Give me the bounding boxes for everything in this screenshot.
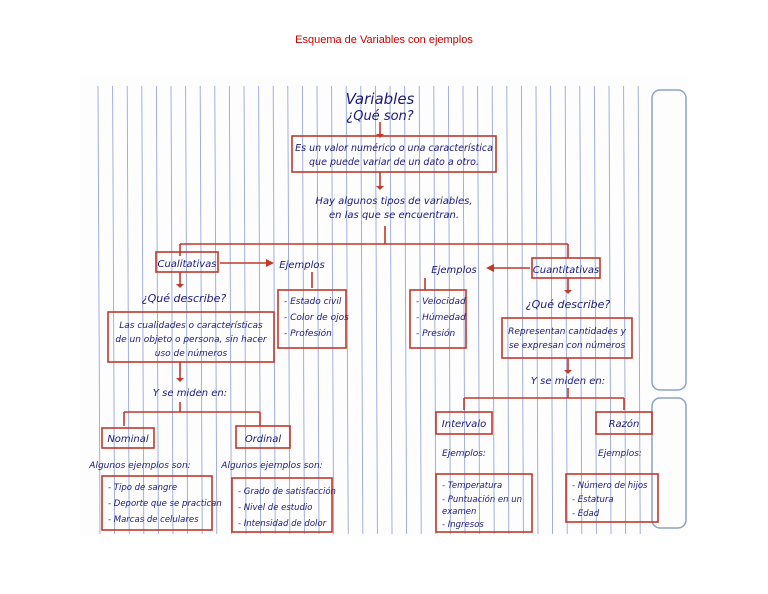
root-title: Variables — [346, 90, 415, 108]
rule-line — [637, 85, 641, 535]
rule-line — [112, 85, 116, 535]
root-definition-line-2: que puede variar de un dato a otro. — [309, 157, 479, 168]
rule-line — [345, 85, 349, 535]
interval-title: Intervalo — [442, 419, 486, 430]
rule-line — [418, 85, 422, 535]
rule-line — [214, 85, 218, 535]
ratio-example-2: - Estatura — [572, 495, 614, 505]
rule-line — [491, 85, 495, 535]
qualitative-title: Cualitativas — [157, 259, 216, 270]
qualitative-example-1: - Estado civil — [284, 297, 342, 307]
qualitative-measured-label: Y se miden en: — [153, 388, 227, 399]
connector-lines — [101, 122, 659, 533]
rule-line — [462, 85, 466, 535]
rule-line — [433, 85, 437, 535]
ratio-example-3: - Edad — [572, 509, 600, 519]
quantitative-example-1: - Velocidad — [416, 297, 466, 307]
qualitative-question: ¿Qué describe? — [142, 292, 227, 305]
qualitative-examples-label: Ejemplos — [279, 260, 324, 271]
rule-line — [389, 85, 393, 535]
qualitative-description-3: uso de números — [155, 349, 228, 359]
rule-line — [579, 85, 583, 535]
rule-line — [258, 85, 262, 535]
types-line-2: en las que se encuentran. — [329, 210, 459, 221]
rule-line — [360, 85, 364, 535]
interval-intro: Ejemplos: — [442, 449, 486, 459]
rule-line — [447, 85, 451, 535]
rule-line — [506, 85, 510, 535]
rule-line — [520, 85, 524, 535]
rule-line — [97, 85, 101, 535]
ratio-intro: Ejemplos: — [598, 449, 642, 459]
nominal-example-3: - Marcas de celulares — [108, 515, 199, 525]
root-question: ¿Qué son? — [346, 109, 413, 124]
ratio-example-1: - Número de hijos — [572, 481, 648, 491]
quantitative-question: ¿Qué describe? — [526, 298, 611, 311]
rule-line — [477, 85, 481, 535]
rule-line — [185, 85, 189, 535]
handwritten-diagram-photo: Variables ¿Qué son? Es un valor numérico… — [80, 76, 688, 536]
rule-line — [316, 85, 320, 535]
interval-example-1: - Temperatura — [442, 481, 502, 491]
nominal-intro: Algunos ejemplos son: — [88, 461, 190, 471]
quantitative-example-2: - Húmedad — [416, 313, 466, 323]
nominal-example-2: - Deporte que se practican — [108, 499, 222, 509]
rule-line — [228, 85, 232, 535]
quantitative-examples-label: Ejemplos — [431, 265, 476, 276]
rule-line — [170, 85, 174, 535]
qualitative-description-2: de un objeto o persona, sin hacer — [115, 335, 267, 345]
rule-line — [550, 85, 554, 535]
rule-line — [535, 85, 539, 535]
interval-example-2: - Puntuación en un — [442, 494, 522, 505]
rule-line — [272, 85, 276, 535]
notebook-margin-tabs — [651, 89, 687, 529]
quantitative-example-3: - Presión — [416, 328, 455, 339]
nominal-title: Nominal — [107, 434, 149, 445]
rule-line — [301, 85, 305, 535]
rule-line — [608, 85, 612, 535]
ordinal-example-2: - Nivel de estudio — [238, 503, 312, 513]
rule-line — [331, 85, 335, 535]
ordinal-example-1: - Grado de satisfacción — [238, 486, 336, 497]
qualitative-example-2: - Color de ojos — [284, 313, 349, 323]
page-title: Esquema de Variables con ejemplos — [295, 34, 473, 46]
rule-line — [287, 85, 291, 535]
rule-line — [374, 85, 378, 535]
notebook-rule-lines — [97, 85, 641, 535]
ordinal-example-3: - Intensidad de dolor — [238, 519, 327, 529]
ordinal-title: Ordinal — [245, 434, 282, 445]
types-line-1: Hay algunos tipos de variables, — [315, 196, 472, 207]
rule-line — [564, 85, 568, 535]
arrowheads — [176, 134, 572, 382]
quantitative-title: Cuantitativas — [533, 265, 600, 276]
ratio-title: Razón — [609, 418, 640, 430]
qualitative-example-3: - Profesión — [284, 328, 332, 339]
quantitative-measured-label: Y se miden en: — [531, 376, 605, 387]
rule-line — [593, 85, 597, 535]
ordinal-intro: Algunos ejemplos son: — [220, 461, 322, 471]
rule-line — [623, 85, 627, 535]
interval-example-3: examen — [442, 507, 476, 517]
root-definition-line-1: Es un valor numérico o una característic… — [295, 143, 493, 154]
qualitative-description-1: Las cualidades o características — [119, 321, 263, 331]
quantitative-description-2: se expresan con números — [509, 341, 626, 351]
rule-line — [404, 85, 408, 535]
rule-line — [243, 85, 247, 535]
nominal-example-1: - Tipo de sangre — [108, 483, 177, 493]
rule-line — [126, 85, 130, 535]
quantitative-description-1: Representan cantidades y — [508, 327, 627, 337]
rule-line — [141, 85, 145, 535]
rule-line — [155, 85, 159, 535]
rule-line — [199, 85, 203, 535]
interval-example-4: - Ingresos — [442, 520, 484, 530]
